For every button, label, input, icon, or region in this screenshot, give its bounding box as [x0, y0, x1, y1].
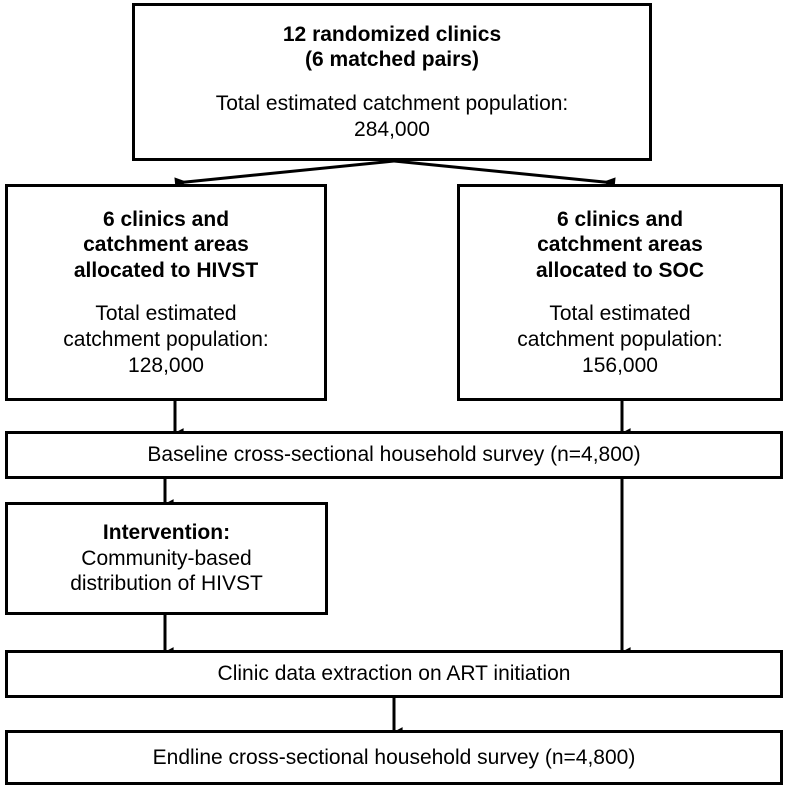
soc-heading-line2: catchment areas	[537, 233, 703, 257]
intervention-body-line2: distribution of HIVST	[70, 572, 263, 596]
soc-heading-line1: 6 clinics and	[556, 207, 684, 231]
node-hivst-allocation: 6 clinics and catchment areas allocated …	[5, 184, 327, 401]
intervention-body-line1: Community-based	[81, 546, 252, 570]
soc-population-label-line1: Total estimated	[549, 302, 691, 326]
baseline-survey-label: Baseline cross-sectional household surve…	[147, 443, 641, 467]
node-baseline-survey: Baseline cross-sectional household surve…	[5, 431, 783, 479]
hivst-population-label-line2: catchment population:	[63, 328, 269, 352]
node-randomized-clinics: 12 randomized clinics (6 matched pairs) …	[132, 3, 652, 161]
connector-randomized-to-soc	[393, 159, 616, 189]
node-endline-survey: Endline cross-sectional household survey…	[5, 730, 783, 785]
intervention-heading: Intervention:	[102, 521, 231, 545]
endline-survey-label: Endline cross-sectional household survey…	[152, 745, 636, 769]
randomized-population-label: Total estimated catchment population:	[215, 91, 569, 115]
hivst-population-label-line1: Total estimated	[95, 302, 237, 326]
node-clinic-data-extraction: Clinic data extraction on ART initiation	[5, 650, 783, 698]
hivst-heading-line1: 6 clinics and	[102, 207, 230, 231]
randomized-population-value: 284,000	[354, 117, 430, 141]
node-intervention: Intervention: Community-based distributi…	[5, 502, 328, 615]
soc-population-label-line2: catchment population:	[517, 328, 723, 352]
node-soc-allocation: 6 clinics and catchment areas allocated …	[457, 184, 783, 401]
soc-heading-line3: allocated to SOC	[535, 258, 705, 282]
soc-population-value: 156,000	[582, 353, 658, 377]
connector-randomized-to-hivst	[174, 159, 395, 189]
hivst-heading-line3: allocated to HIVST	[73, 258, 259, 282]
randomized-heading-line1: 12 randomized clinics	[282, 22, 502, 46]
randomized-heading-line2: (6 matched pairs)	[305, 48, 479, 72]
hivst-heading-line2: catchment areas	[83, 233, 249, 257]
clinic-data-extraction-label: Clinic data extraction on ART initiation	[217, 662, 571, 686]
hivst-population-value: 128,000	[128, 353, 204, 377]
